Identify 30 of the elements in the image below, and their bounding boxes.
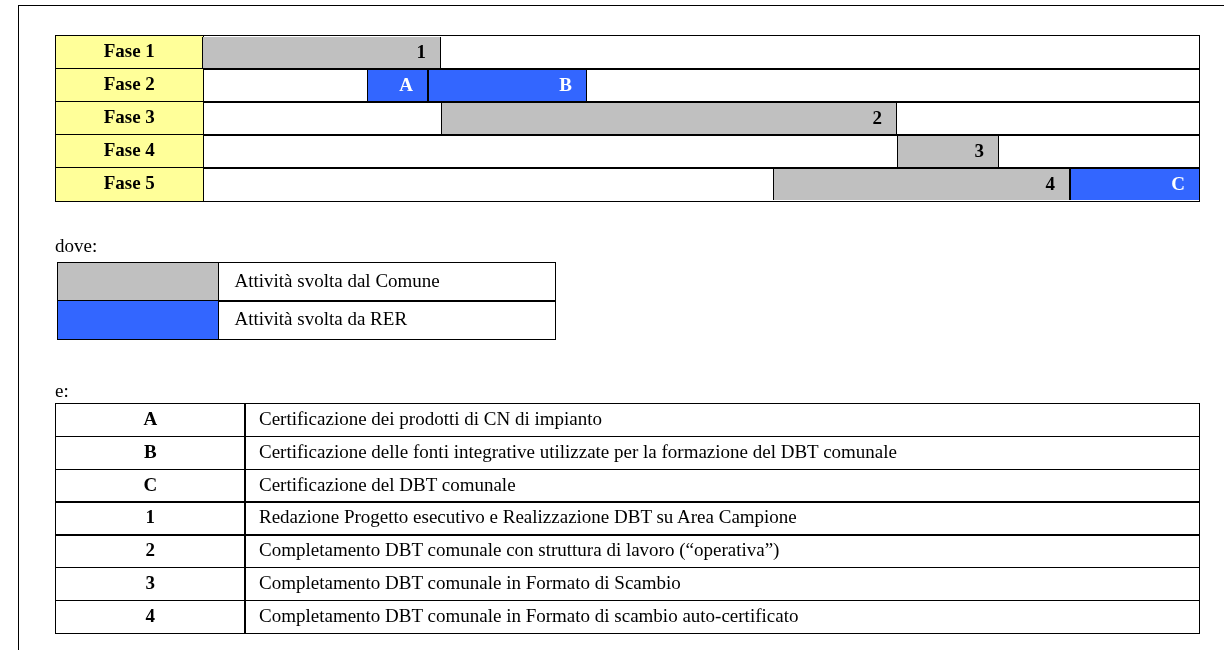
activity-code: B [55,435,246,471]
activity-bar: 4 [773,168,1070,200]
activity-description: Redazione Progetto esecutivo e Realizzazione DBT su Area Campione [244,501,1200,536]
activity-bar: C [1070,168,1200,200]
activity-bar: 3 [897,135,999,167]
activity-description: Completamento DBT comunale con struttura di lavoro (“operativa”) [244,534,1200,569]
phase-label: Fase 5 [55,167,204,202]
activity-code: C [55,468,246,503]
note-text: dove: [55,234,99,258]
activity-bar: 2 [441,102,897,134]
activity-code: 4 [55,599,246,635]
activity-code: 3 [55,567,246,602]
activity-code: A [55,403,246,438]
phase-label: Fase 4 [55,134,204,169]
activity-description: Certificazione dei prodotti di CN di impianto [244,403,1200,438]
activity-code: 2 [55,534,246,569]
activity-bar: B [428,69,587,101]
activity-bar: A [367,69,428,101]
activity-description: Certificazione delle fonti integrative utilizzate per la formazione del DBT comunale [244,435,1200,471]
activity-description: Certificazione del DBT comunale [244,468,1200,503]
legend-label: Attività svolta dal Comune [217,262,556,302]
activity-code: 1 [55,501,246,536]
phase-label: Fase 1 [55,35,204,70]
phase-label: Fase 3 [55,101,204,136]
activity-description: Completamento DBT comunale in Formato di Scambio [244,567,1200,602]
activity-description: Completamento DBT comunale in Formato di scambio auto-certificato [244,599,1200,635]
note-text: e: [55,379,70,403]
phase-label: Fase 2 [55,68,204,103]
activity-bar: 1 [202,36,441,68]
legend-label: Attività svolta da RER [217,300,556,340]
